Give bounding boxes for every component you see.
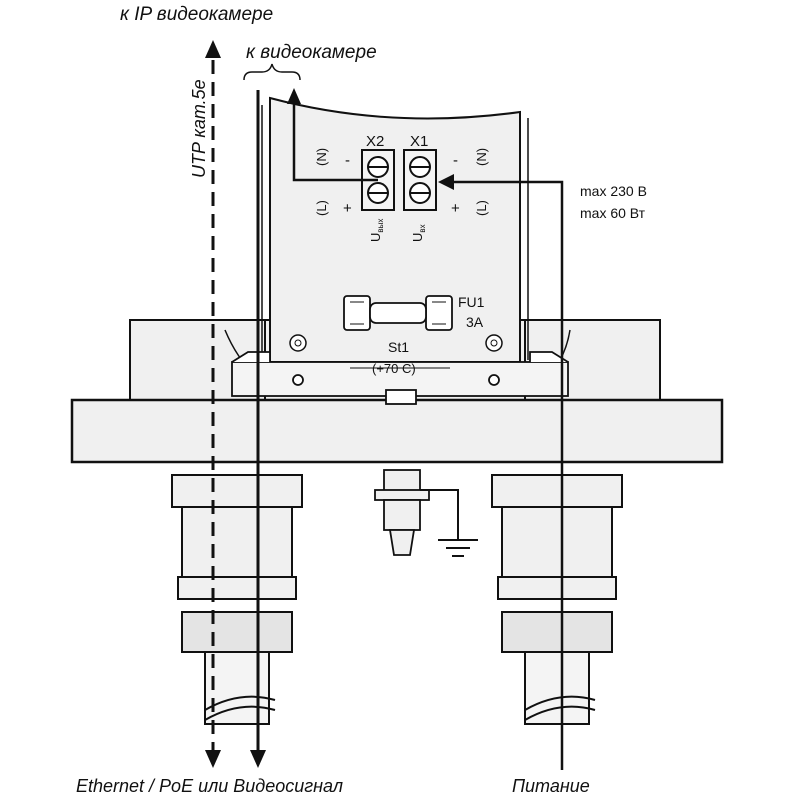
label-max-voltage: max 230 В <box>580 183 647 199</box>
label-n-right: (N) <box>474 148 489 166</box>
label-fuse-name: FU1 <box>458 294 485 310</box>
label-to-camera: к видеокамере <box>246 42 377 63</box>
label-l-right: (L) <box>474 200 489 216</box>
power-wire <box>438 174 564 770</box>
label-to-ip-camera: к IP видеокамере <box>120 4 273 25</box>
utp-cable-line <box>205 40 221 768</box>
label-thermostat-temp: (+70 С) <box>372 361 416 376</box>
svg-text:Uвх: Uвх <box>410 224 427 242</box>
label-max-power: max 60 Вт <box>580 205 646 221</box>
label-n-left: (N) <box>314 148 329 166</box>
brace <box>243 63 301 81</box>
label-u-in: Uвх <box>410 224 427 242</box>
bracket-plate <box>261 96 529 363</box>
label-minus-right: - <box>453 152 458 169</box>
label-l-left: (L) <box>314 200 329 216</box>
thermostat-bracket <box>231 351 569 405</box>
up-arrow-ip <box>205 40 221 58</box>
ground-bolt <box>374 469 430 556</box>
label-thermostat-name: St1 <box>388 339 409 355</box>
arrow-to-x1 <box>438 174 454 190</box>
label-x1: X1 <box>410 133 428 150</box>
ground-symbol <box>420 489 478 557</box>
label-plus-right: + <box>451 200 460 217</box>
label-bottom-right: Питание <box>512 776 590 796</box>
label-fuse-rating: 3А <box>466 314 484 330</box>
label-plus-left: + <box>343 200 352 217</box>
up-arrow-camera <box>287 88 301 104</box>
svg-text:Uвых: Uвых <box>368 219 385 242</box>
mounting-flange <box>70 398 724 464</box>
video-cable-line <box>250 90 266 768</box>
label-utp-cable: UTP кат.5е <box>189 79 209 178</box>
down-arrow-video <box>250 750 266 768</box>
fuse-fu1 <box>343 295 453 331</box>
label-x2: X2 <box>366 133 384 150</box>
camera-output-wire <box>287 88 378 182</box>
label-minus-left: - <box>345 152 350 169</box>
cable-gland-right <box>491 474 623 725</box>
label-u-out: Uвых <box>368 219 385 242</box>
down-arrow-ethernet <box>205 750 221 768</box>
terminal-block-x1 <box>403 149 437 211</box>
label-bottom-left: Ethernet / PoE или Видеосигнал <box>76 776 343 796</box>
cable-gland-left <box>171 474 303 725</box>
